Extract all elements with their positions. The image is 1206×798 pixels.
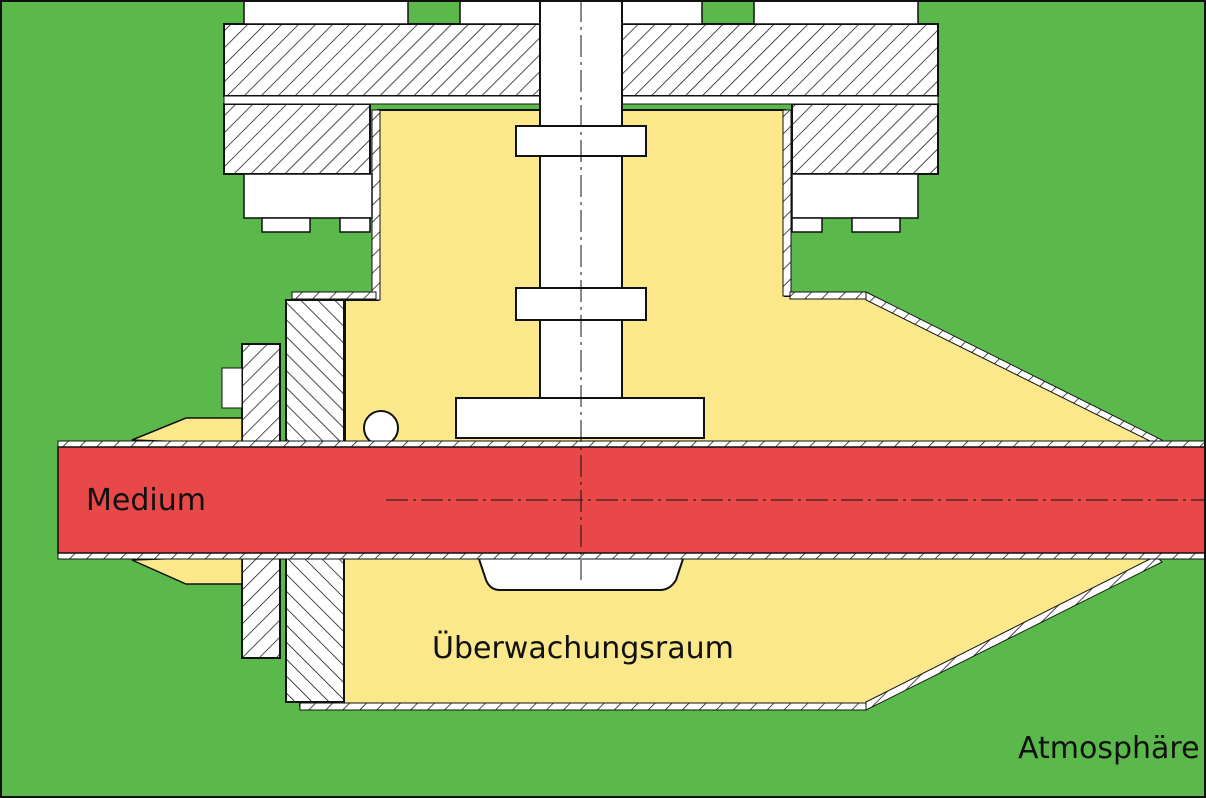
pipe-wall-bottom bbox=[57, 552, 1206, 560]
medium-label: Medium bbox=[86, 483, 206, 518]
chamber-wall-right bbox=[782, 109, 792, 297]
o-ring bbox=[363, 410, 399, 446]
flange-lower-right bbox=[791, 103, 939, 175]
atmosphere-label: Atmosphäre bbox=[1018, 731, 1200, 766]
chamber-wall-bottom bbox=[299, 702, 867, 711]
valve-stem bbox=[539, 0, 623, 401]
valve-disc bbox=[455, 397, 705, 439]
chamber-wall-left bbox=[371, 109, 381, 301]
chamber-wall-top-left bbox=[291, 291, 377, 300]
pipe-wall-top bbox=[57, 440, 1206, 448]
chamber-wall-top-right bbox=[789, 291, 867, 300]
left-nut-hatched-top bbox=[241, 343, 281, 445]
small-bolt bbox=[221, 367, 243, 409]
flange-lower-left bbox=[223, 103, 371, 175]
monitoring-space-label: Überwachungsraum bbox=[432, 630, 734, 666]
left-nut-hatched-bottom bbox=[241, 555, 281, 659]
